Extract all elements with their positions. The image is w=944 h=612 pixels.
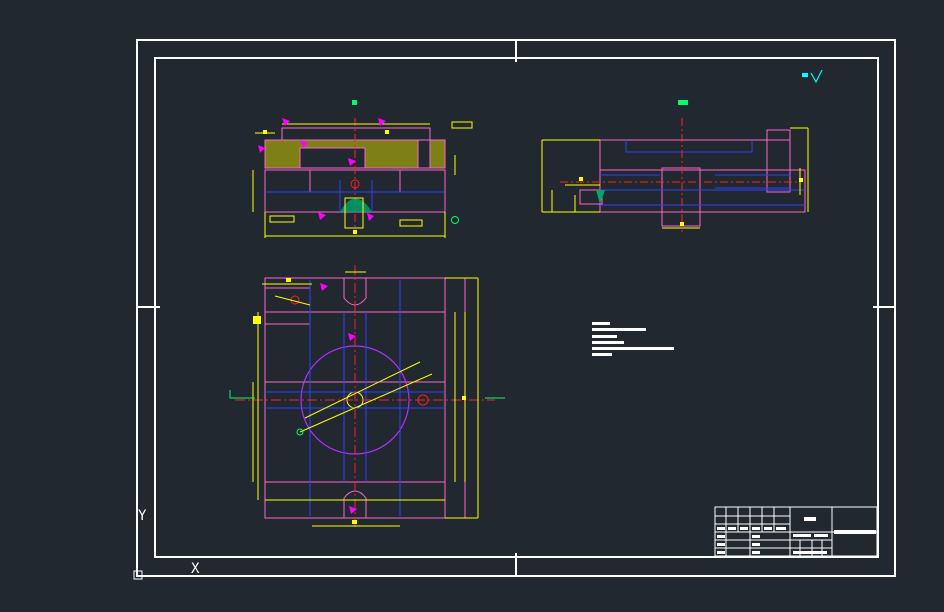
side-view-dimensions bbox=[541, 127, 809, 229]
title-field bbox=[814, 534, 828, 537]
surface-finish-icon bbox=[802, 69, 823, 84]
plan-view[interactable] bbox=[229, 265, 505, 530]
ucs-x-label: X bbox=[191, 561, 200, 577]
note-line bbox=[592, 353, 612, 356]
title-block[interactable] bbox=[714, 506, 878, 557]
technical-notes bbox=[592, 322, 674, 356]
front-view-hidden-lines bbox=[265, 180, 445, 212]
hatched-section bbox=[264, 139, 446, 169]
dim-tick bbox=[286, 278, 291, 282]
ucs-origin-box bbox=[133, 570, 143, 580]
plan-view-dimensions bbox=[252, 271, 479, 527]
drawing-name-text bbox=[804, 517, 816, 521]
dim-tick bbox=[579, 177, 583, 181]
dim-tick bbox=[253, 316, 261, 324]
drawing-frame bbox=[136, 39, 896, 577]
ucs-icon[interactable]: Y X bbox=[133, 508, 200, 580]
side-view[interactable] bbox=[541, 100, 809, 232]
dim-tick bbox=[353, 230, 357, 234]
plan-view-outline bbox=[264, 277, 466, 519]
notes-heading bbox=[592, 322, 610, 325]
section-arrow-icon bbox=[229, 390, 505, 399]
leader-lines bbox=[274, 295, 433, 433]
title-field bbox=[793, 534, 811, 537]
note-line bbox=[592, 341, 624, 344]
part-name-text bbox=[834, 530, 876, 534]
locating-pin-section bbox=[340, 198, 372, 212]
datum-symbol-icon bbox=[296, 428, 304, 436]
pin-hole bbox=[350, 179, 360, 189]
dim-tick bbox=[263, 130, 267, 134]
front-view-dimensions bbox=[252, 121, 473, 238]
view-label-marker bbox=[678, 100, 688, 105]
dim-tick bbox=[385, 130, 389, 134]
ucs-y-label: Y bbox=[138, 508, 147, 524]
surface-finish-icon bbox=[320, 283, 357, 514]
dim-tick bbox=[799, 178, 803, 182]
title-field bbox=[793, 551, 827, 554]
view-label-marker bbox=[352, 100, 357, 105]
dim-tick bbox=[352, 520, 357, 524]
plan-view-hidden-lines bbox=[265, 280, 445, 516]
outer-border bbox=[136, 39, 896, 577]
pin-outline bbox=[344, 197, 364, 229]
dim-tick bbox=[462, 396, 466, 400]
note-line bbox=[592, 347, 674, 350]
side-view-outline bbox=[579, 129, 806, 227]
surface-finish-icon bbox=[258, 118, 386, 221]
side-view-hidden-lines bbox=[600, 140, 805, 206]
datum-symbol-icon bbox=[451, 216, 459, 224]
front-section-view[interactable] bbox=[252, 100, 473, 238]
dim-tick bbox=[680, 222, 684, 226]
note-line bbox=[592, 335, 617, 338]
side-view-hatch bbox=[596, 190, 605, 204]
note-line bbox=[592, 328, 646, 331]
